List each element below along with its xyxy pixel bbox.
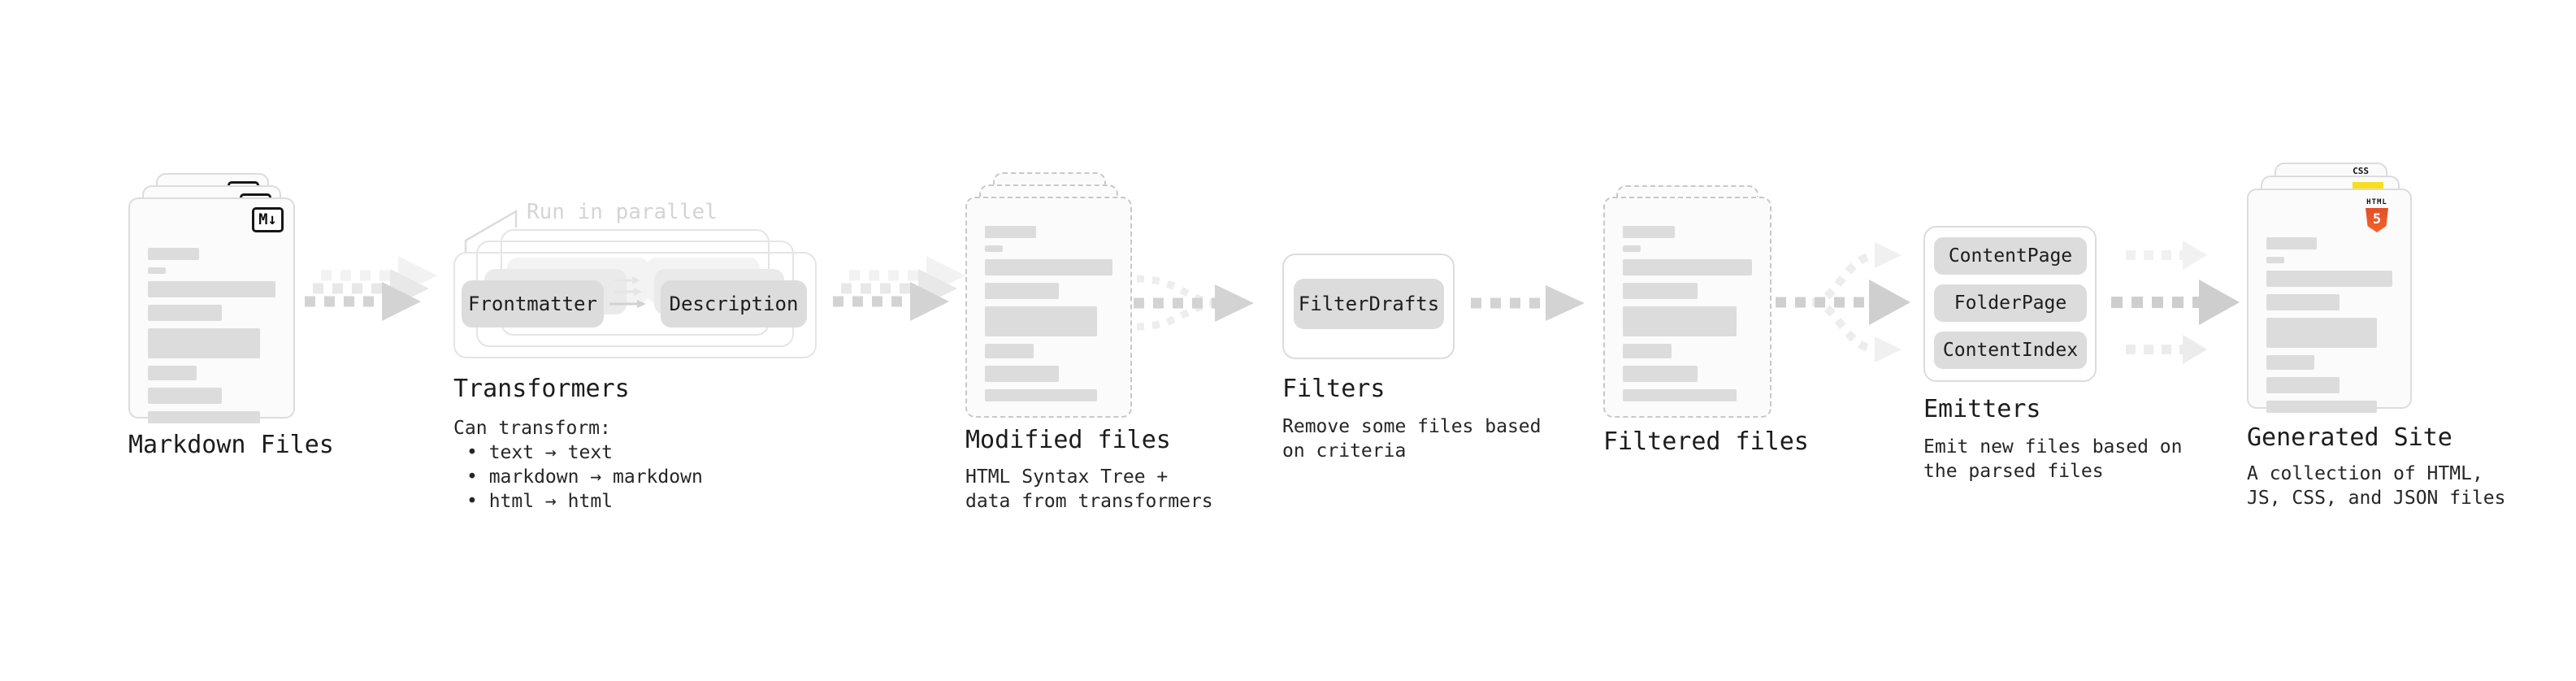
transformers-desc-heading: Can transform: <box>453 418 611 439</box>
transformers-bullet: • markdown → markdown <box>466 466 703 488</box>
generated-site-description: A collection of HTML, JS, CSS, and JSON … <box>2247 463 2506 509</box>
emitters-description: Emit new files based on the parsed files <box>1923 436 2183 482</box>
document-placeholder-lines <box>148 248 275 423</box>
generated-site-stack: CSS HTML 5 <box>2247 163 2413 413</box>
contentindex-node: ContentIndex <box>1934 332 2087 369</box>
arrow-filtered-to-emitters-fork <box>1776 242 1910 362</box>
filters-description: Remove some files based on criteria <box>1282 416 1542 462</box>
modified-files-stack <box>965 172 1132 420</box>
contentpage-node: ContentPage <box>1934 237 2087 275</box>
arrow-emitters-to-site-triple <box>2111 241 2240 364</box>
emitters-label: Emitters <box>1923 395 2041 423</box>
folderpage-node: FolderPage <box>1934 284 2087 322</box>
arrow-filters-to-filtered <box>1471 285 1585 321</box>
transformers-bullet: • text → text <box>466 442 614 463</box>
transformers-frame-front <box>453 252 817 358</box>
run-in-parallel-annotation: Run in parallel <box>527 200 718 224</box>
arrow-markdown-to-transformers <box>305 256 437 321</box>
markdown-icon: M↓ <box>252 207 284 232</box>
arrow-modified-to-filters-merge <box>1134 275 1254 331</box>
html5-icon: HTML 5 <box>2355 198 2399 232</box>
generated-site-label: Generated Site <box>2247 423 2452 452</box>
modified-files-description: HTML Syntax Tree + data from transformer… <box>965 466 1213 512</box>
transformers-bullet: • html → html <box>466 491 614 512</box>
markdown-files-label: Markdown Files <box>128 431 334 459</box>
markdown-files-stack: M↓ M↓ M↓ <box>128 173 295 423</box>
run-in-parallel-callout-line <box>464 209 518 252</box>
document-placeholder-lines <box>1623 226 1752 401</box>
filters-label: Filters <box>1282 375 1386 403</box>
markdown-file-card-front: M↓ <box>128 197 295 423</box>
filtered-files-label: Filtered files <box>1603 427 1809 456</box>
transformers-description: Can transform: • text → text • markdown … <box>453 416 703 514</box>
description-node: Description <box>661 280 807 327</box>
filterdrafts-node: FilterDrafts <box>1294 279 1444 329</box>
modified-files-label: Modified files <box>965 426 1171 454</box>
transformers-label: Transformers <box>453 375 630 403</box>
modified-file-card-front <box>965 197 1132 418</box>
parallel-mini-arrows <box>609 276 646 308</box>
frontmatter-node: Frontmatter <box>462 280 604 327</box>
arrow-transformers-to-modified <box>833 256 965 321</box>
filtered-file-card-front <box>1603 197 1772 418</box>
document-placeholder-lines <box>2266 237 2392 413</box>
filtered-files-stack <box>1603 185 1772 421</box>
document-placeholder-lines <box>985 226 1112 401</box>
html-file-card: HTML 5 <box>2247 189 2412 413</box>
